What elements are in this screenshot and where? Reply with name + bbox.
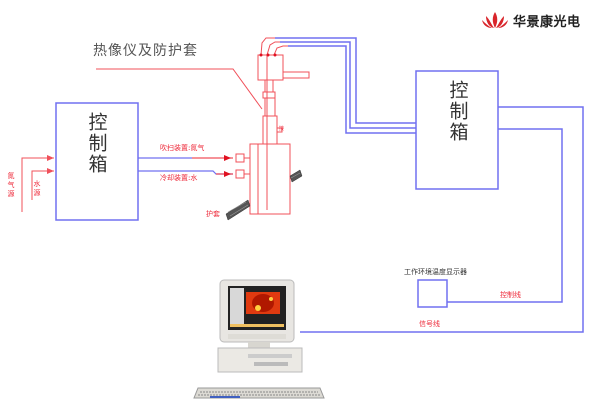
water-source-label: 水源 <box>33 180 41 198</box>
cooling-arrow-icon <box>224 171 231 177</box>
ambient-temp-display-box <box>417 279 448 308</box>
gas-inlet-arrow-icon <box>47 155 54 161</box>
cooling-device-label: 冷却装置:水 <box>160 174 198 182</box>
lotus-flame-icon <box>482 12 508 28</box>
cable-connector-icon <box>266 53 270 57</box>
camera-cables <box>275 37 416 134</box>
source-inlet-lines <box>21 157 54 212</box>
right-box-output-lines <box>300 106 584 333</box>
brand-logo: 华景康光电 <box>482 10 581 30</box>
right-control-box <box>415 70 499 190</box>
signal-line-label: 信号线 <box>419 320 440 328</box>
left-control-box-label: 控制箱 <box>82 112 110 175</box>
ambient-temp-display-label: 工作环境温度显示器 <box>404 268 467 276</box>
right-control-box-text: 控制箱 <box>446 80 469 143</box>
protective-sleeve <box>225 169 303 221</box>
purge-cooling-lines <box>138 157 233 175</box>
gas-source-label: 氮气源 <box>7 172 15 199</box>
control-line-label: 控制线 <box>500 291 521 299</box>
cable-connector-icon <box>259 53 263 57</box>
thermal-imager-assembly <box>235 37 310 215</box>
port-label: 接 <box>279 126 285 132</box>
title-pointer-line <box>96 68 263 110</box>
cable-connector-icon <box>273 53 277 57</box>
left-control-box-text: 控制箱 <box>85 112 108 175</box>
purge-device-label: 吹扫装置:氮气 <box>160 144 205 152</box>
right-control-box-label: 控制箱 <box>443 80 471 143</box>
computer-icon <box>193 279 325 399</box>
thermal-imager-label: 热像仪及防护套 <box>93 43 198 59</box>
left-control-box <box>55 102 139 221</box>
brand-name: 华景康光电 <box>513 14 581 30</box>
protective-sleeve-label: 护套 <box>206 210 220 218</box>
water-inlet-arrow-icon <box>47 168 54 174</box>
computer-workstation <box>190 272 330 400</box>
purge-arrow-icon <box>224 155 231 161</box>
